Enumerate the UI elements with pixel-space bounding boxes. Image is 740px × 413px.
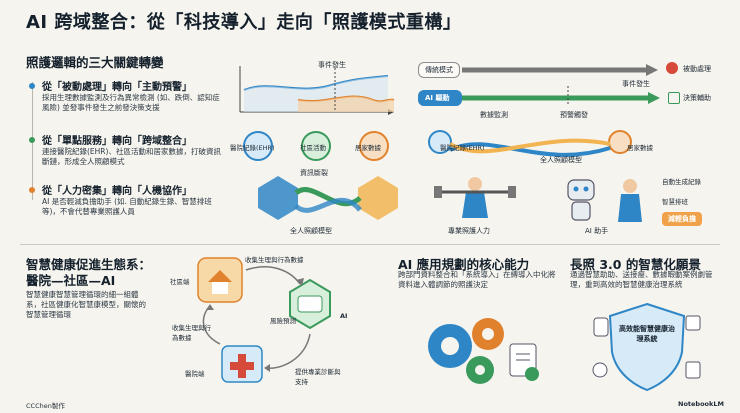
decision-icon	[668, 92, 680, 104]
ltc-desc: 通過智慧助助、送接瘦、數據暇動案例劇管理，重到高效的智慧健康治理系統	[570, 270, 713, 289]
passive-label: 被動處理	[683, 65, 711, 73]
collect-data-label-2: 收集生理與行為數據	[172, 324, 211, 342]
reduce-burden-badge: 減輕負擔	[662, 212, 702, 226]
caregiver-figure	[434, 177, 516, 218]
professional-support-label: 提供專業診斷與支持	[295, 368, 341, 386]
node-ehr2-label: 醫院紀錄(EHR)	[440, 144, 485, 152]
ai-node-label: AI	[340, 312, 348, 320]
shift-title-3: 從「人力密集」轉向「人機協作」	[42, 186, 192, 197]
event-label-2: 事件發生	[622, 80, 650, 88]
shift-dot-2	[29, 137, 35, 143]
node-ehr-label: 醫院紀錄(EHR)	[230, 144, 275, 152]
caregiver-label: 專業照護人力	[448, 227, 490, 235]
data-monitor-label: 數據監測	[480, 111, 508, 119]
community-end-label: 社區端	[170, 278, 190, 286]
ai-capability-heading: AI 應用規劃的核心能力	[398, 257, 530, 272]
collect-data-label: 收集生理與行為數據	[245, 256, 304, 264]
section-heading-shifts: 照護邏輯的三大關鍵轉變	[26, 55, 164, 70]
traditional-arrow	[462, 64, 658, 76]
shift-dot-1	[29, 83, 35, 89]
governance-shield-diagram	[592, 302, 701, 392]
node-community-label: 社區活動	[300, 144, 326, 152]
smart-schedule-label: 智慧排班	[662, 198, 688, 206]
auto-record-label: 自動生成紀錄	[662, 178, 701, 186]
shift-desc-1: 採用生理數據監測及行為異常檢測 (如、跌倒、認知症風險) 並發事件發生之前發決策…	[42, 93, 220, 112]
early-warning-wave-diagram	[239, 66, 395, 115]
shift-dot-3	[29, 187, 35, 193]
gears-diagram	[428, 318, 539, 384]
info-break-label: 資訊斷裂	[300, 169, 328, 177]
warning-trigger-label: 預警觸發	[560, 111, 588, 119]
ltc-heading: 長照 3.0 的智慧化願景	[570, 257, 701, 272]
ai-helper-label: AI 助手	[585, 227, 609, 235]
ai-driven-arrow	[418, 86, 660, 106]
holistic-model-label: 全人照顧模型	[290, 227, 332, 235]
shift-title-2: 從「單點服務」轉向「跨域整合」	[42, 136, 192, 147]
holistic-model-label-2: 全人照顧模型	[540, 156, 582, 164]
node-home-label: 居家數據	[355, 144, 381, 152]
ehr-helix-diagram	[428, 130, 632, 157]
decision-label: 決策輔助	[683, 94, 711, 102]
hospital-end-label: 醫院端	[185, 370, 205, 378]
section-divider	[20, 244, 720, 245]
ai-capability-desc: 跨部門資料整合和「系統導入」在縛導入中化將資料進入體調節的照護決定	[398, 270, 556, 289]
ecosystem-heading-1: 智慧健康促進生態系：	[26, 257, 152, 272]
notebooklm-label: NotebookLM	[678, 400, 724, 408]
alert-icon	[666, 62, 678, 74]
traditional-mode-tag: 傳統模式	[418, 62, 460, 78]
node-home2-label: 居家數據	[627, 144, 653, 152]
ai-robot-figure	[567, 179, 642, 222]
ecosystem-cycle-diagram	[197, 257, 331, 383]
shield-text: 高效能智慧健康治理系統	[619, 325, 675, 343]
shift-title-1: 從「被動處理」轉向「主動預警」	[42, 82, 192, 93]
ecosystem-desc: 智慧健康智慧管理循環的細一組體系，社區健康化智慧康模型，關懷的智慧管理循環	[26, 290, 146, 319]
ecosystem-heading-2: 醫院—社區—AI	[26, 273, 116, 288]
integration-helix-diagram	[243, 131, 398, 220]
risk-predict-label: 風險預測	[270, 317, 296, 325]
page-title: AI 跨域整合：從「科技導入」走向「照護模式重構」	[26, 12, 462, 33]
shift-desc-3: AI 是否輕減負擔助手 (如. 自動紀錄生錄、智慧排班等)，不會代替專業照護人員	[42, 197, 212, 216]
ai-driven-tag: AI 驅動	[425, 94, 450, 102]
credit-label: CCChen製作	[26, 402, 65, 410]
shift-desc-2: 連接醫院紀錄(EHR)、社區活動和居家數據，打破資訊斷鏈，形成全人照顧模式	[42, 147, 221, 166]
event-label: 事件發生	[318, 61, 346, 69]
